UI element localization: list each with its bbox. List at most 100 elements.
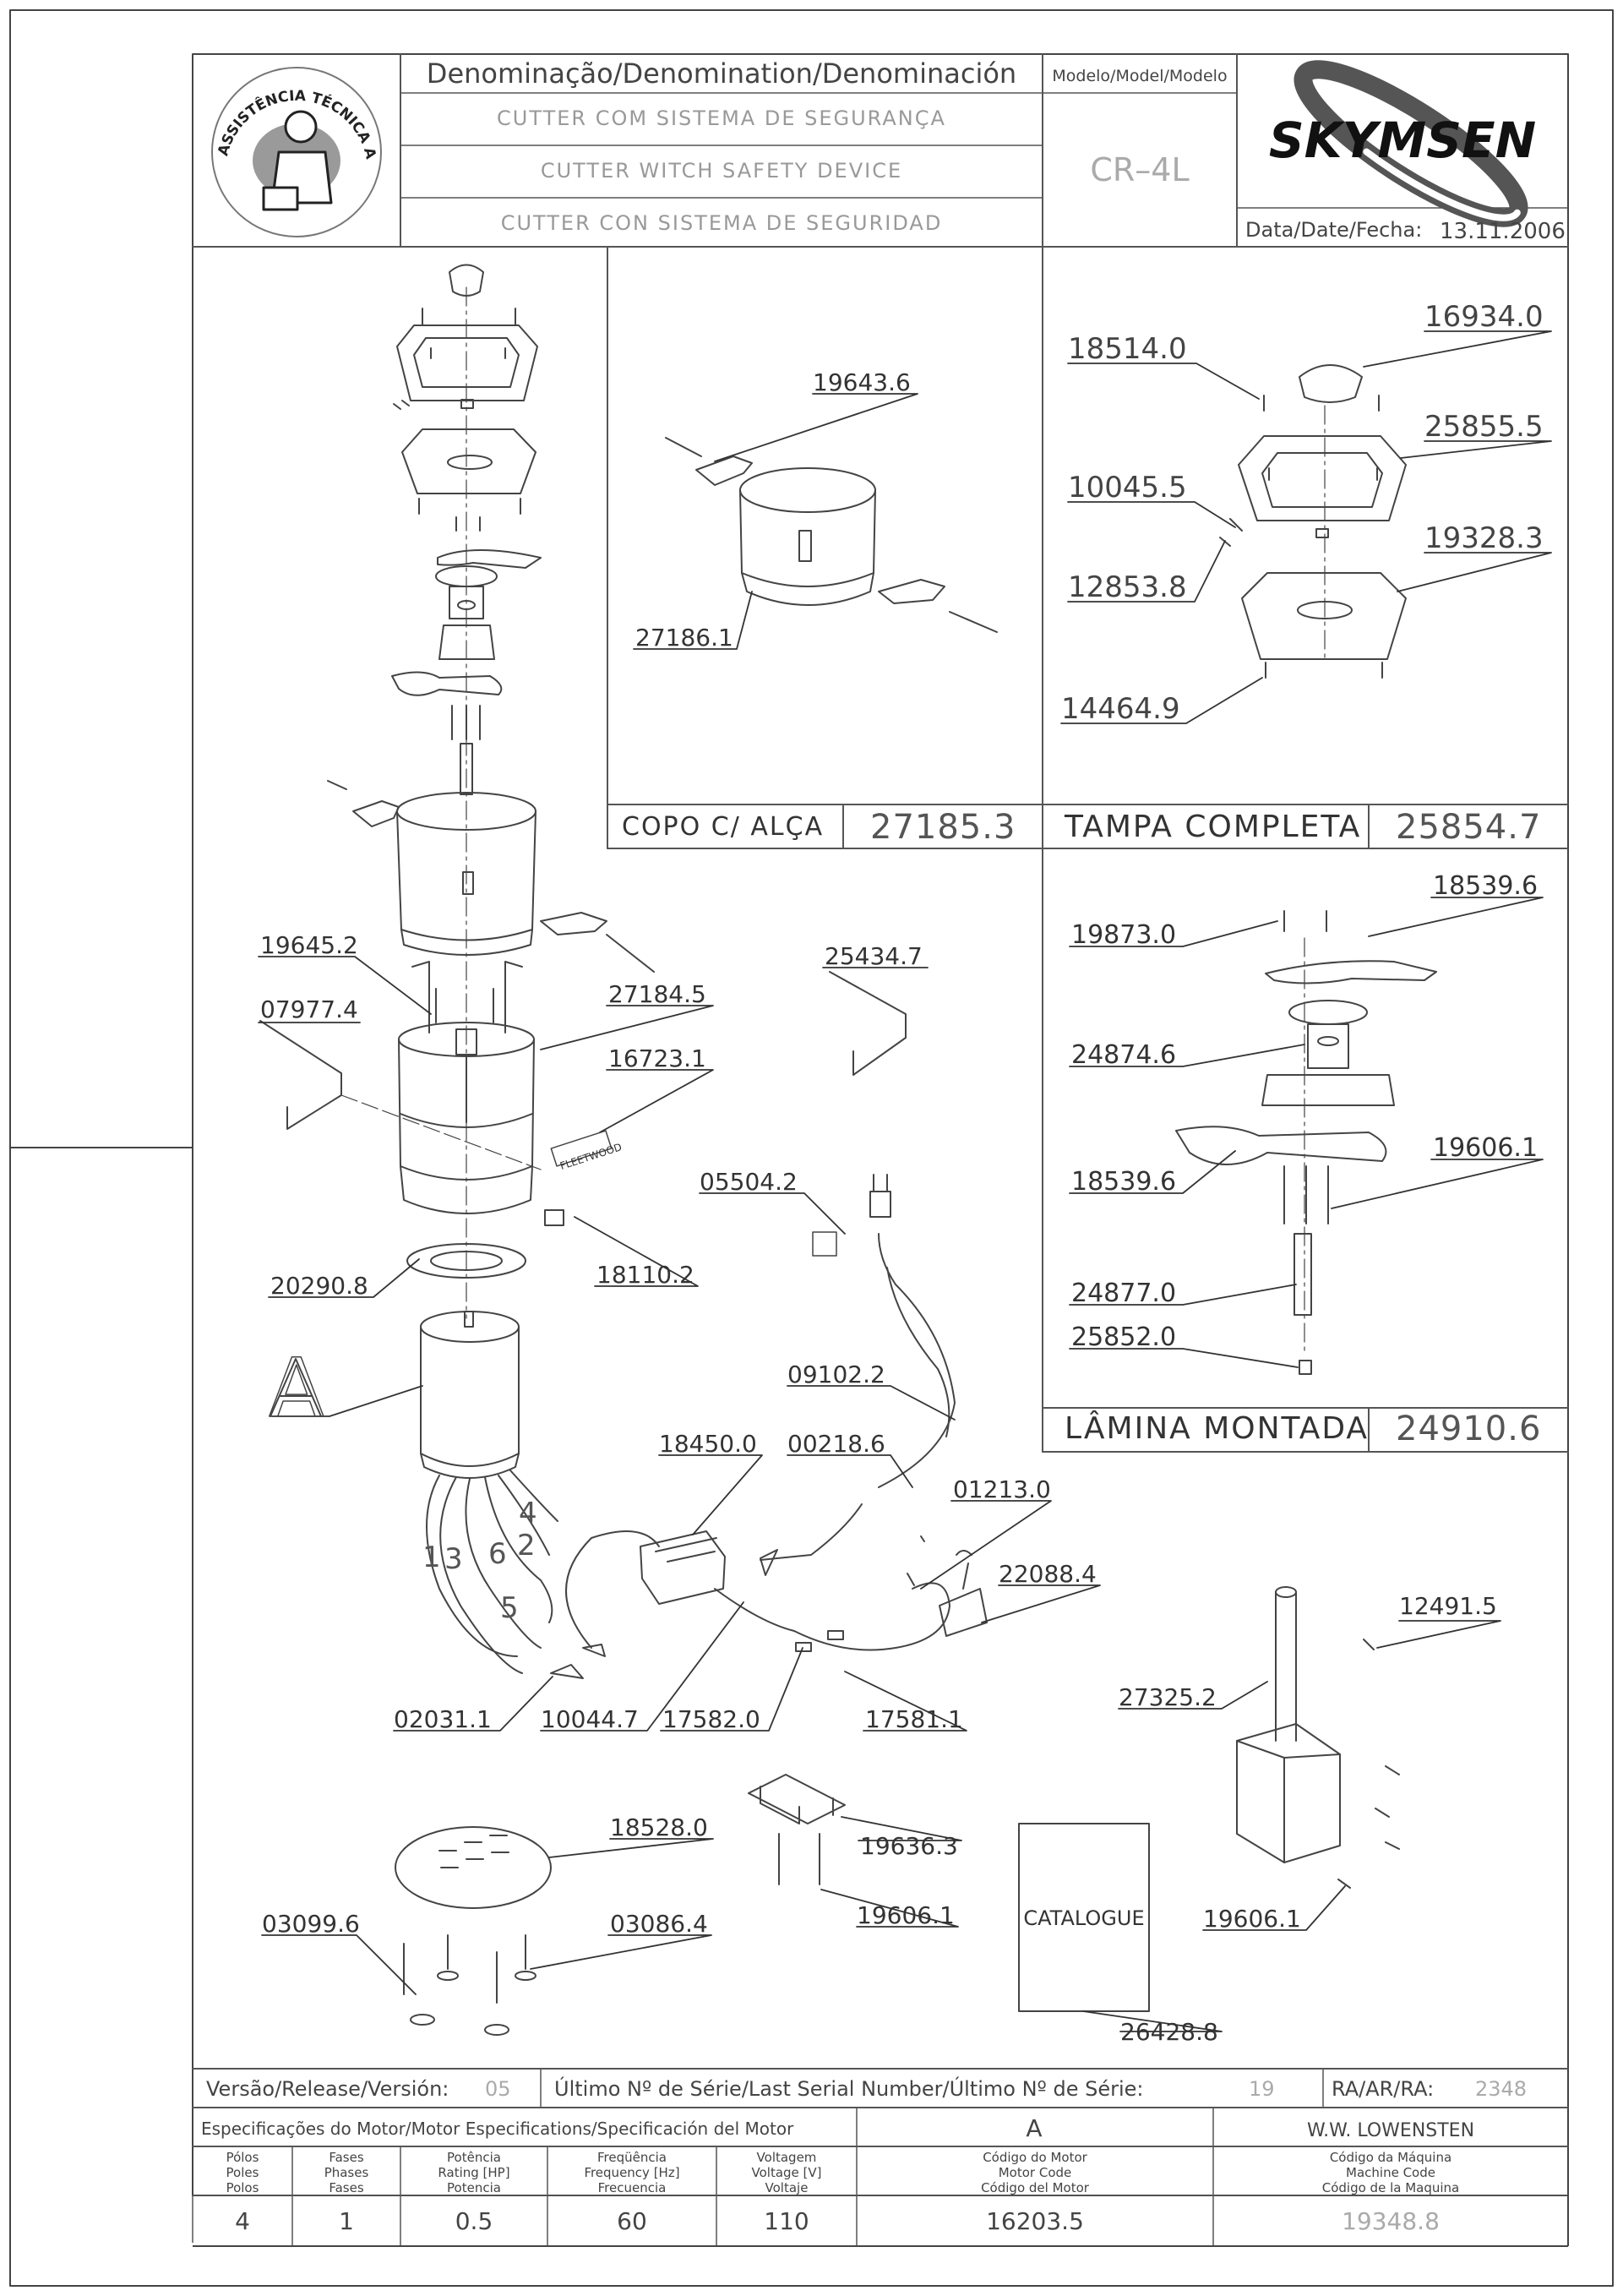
part-label: 18450.0 — [659, 1430, 757, 1458]
part-label: 03099.6 — [262, 1910, 360, 1938]
motor-spec-value: 110 — [764, 2207, 809, 2235]
part-label: 18539.6 — [1071, 1167, 1176, 1197]
part-label: 19645.2 — [260, 931, 358, 959]
footer-grid — [192, 2068, 1569, 2196]
copo-part-labels: 19643.6 27186.1 — [635, 368, 911, 652]
tampa-drawing — [1219, 364, 1407, 679]
brand-name: SKYMSEN — [1269, 112, 1536, 169]
part-label: 26428.8 — [1120, 2018, 1218, 2046]
version-label: Versão/Release/Versión: — [206, 2077, 449, 2101]
part-label: 16934.0 — [1424, 300, 1544, 334]
part-label: 27184.5 — [608, 980, 706, 1008]
part-label: 00218.6 — [787, 1430, 885, 1458]
col-header: Voltaje — [765, 2180, 809, 2195]
part-label: 25855.5 — [1424, 410, 1544, 444]
motor-letter-label: A — [269, 1341, 324, 1436]
part-label: 17581.1 — [865, 1705, 963, 1733]
serial-label: Último Nº de Série/Last Serial Number/Úl… — [554, 2075, 1143, 2101]
motor-spec-value: 1 — [339, 2207, 354, 2235]
lamina-part-labels: 18539.6 19873.0 24874.6 18539.6 19606.1 … — [1071, 871, 1538, 1352]
motor-spec-headers: Pólos Poles Polos Fases Phases Fases Pot… — [226, 2150, 1460, 2195]
denomination-pt: CUTTER COM SISTEMA DE SEGURANÇA — [497, 106, 946, 130]
lamina-title: LÂMINA MONTADA — [1065, 1410, 1369, 1446]
part-label: 19606.1 — [857, 1901, 955, 1929]
wire-numbers: 1 3 6 2 4 5 — [422, 1497, 537, 1625]
model-value: CR–4L — [1090, 151, 1189, 188]
motor-spec-value: 0.5 — [455, 2207, 493, 2235]
lamina-code: 24910.6 — [1396, 1410, 1541, 1448]
wire-number: 3 — [444, 1542, 463, 1576]
part-label: 19606.1 — [1433, 1133, 1538, 1163]
part-label: 27186.1 — [635, 624, 733, 652]
copo-title: COPO C/ ALÇA — [622, 812, 824, 842]
date-value: 13.11.2006 — [1440, 219, 1566, 244]
part-label: 18514.0 — [1068, 332, 1187, 366]
wire-number: 1 — [422, 1541, 441, 1574]
main-part-labels: 19645.2 07977.4 27184.5 16723.1 18110.2 … — [260, 931, 1497, 2046]
part-label: 18539.6 — [1433, 871, 1538, 901]
part-label: 25852.0 — [1071, 1323, 1176, 1352]
part-label: 18110.2 — [596, 1261, 694, 1289]
motor-spec-value: 16203.5 — [986, 2207, 1084, 2235]
col-header: Voltage [V] — [752, 2165, 822, 2180]
col-header: Rating [HP] — [438, 2165, 509, 2180]
part-label: 05504.2 — [700, 1168, 798, 1196]
wire-number: 2 — [517, 1529, 536, 1562]
col-header: Polos — [226, 2180, 259, 2195]
col-header: Machine Code — [1346, 2165, 1435, 2180]
copo-code: 27185.3 — [870, 808, 1016, 847]
serial-value: 19 — [1249, 2077, 1275, 2101]
wire-number: 4 — [519, 1497, 537, 1530]
model-title: Modelo/Model/Modelo — [1052, 67, 1227, 85]
ra-value: 2348 — [1475, 2077, 1527, 2101]
denomination-title: Denominação/Denomination/Denominación — [427, 57, 1016, 90]
motor-spec-value: 60 — [617, 2207, 647, 2235]
part-label: 20290.8 — [270, 1272, 368, 1300]
part-label: 19606.1 — [1203, 1905, 1301, 1933]
part-label: 24874.6 — [1071, 1040, 1176, 1070]
part-label: 12853.8 — [1068, 570, 1187, 604]
part-label: 19643.6 — [813, 368, 911, 396]
lamina-drawing — [1175, 910, 1437, 1375]
motor-spec-value: 19348.8 — [1342, 2207, 1440, 2235]
col-header: Código da Máquina — [1330, 2150, 1451, 2165]
subassembly-frames — [607, 246, 1569, 1453]
col-header: Código del Motor — [981, 2180, 1090, 2195]
wire-number: 5 — [500, 1591, 519, 1625]
tampa-title: TAMPA COMPLETA — [1064, 810, 1361, 844]
author: W.W. LOWENSTEN — [1307, 2120, 1474, 2141]
part-label: 19636.3 — [860, 1832, 958, 1860]
part-label: 03086.4 — [610, 1910, 708, 1938]
version-value: 05 — [485, 2077, 511, 2101]
col-header: Código do Motor — [983, 2150, 1087, 2165]
tampa-part-labels: 18514.0 16934.0 25855.5 10045.5 12853.8 … — [1061, 300, 1544, 726]
part-label: 19873.0 — [1071, 920, 1176, 950]
col-header: Potencia — [447, 2180, 501, 2195]
col-header: Poles — [226, 2165, 259, 2180]
part-label: 27325.2 — [1119, 1683, 1217, 1711]
part-label: 09102.2 — [787, 1361, 885, 1388]
ra-label: RA/AR/RA: — [1332, 2077, 1434, 2101]
col-header: Fases — [329, 2150, 363, 2165]
col-header: Frecuencia — [598, 2180, 667, 2195]
part-label: 25434.7 — [825, 942, 923, 970]
part-label: 19328.3 — [1424, 521, 1544, 555]
wire-number: 6 — [488, 1537, 507, 1571]
catalogue-label: CATALOGUE — [1023, 1906, 1144, 1930]
date-label: Data/Date/Fecha: — [1245, 218, 1422, 242]
denomination-es: CUTTER CON SISTEMA DE SEGURIDAD — [501, 211, 943, 235]
part-label: 18528.0 — [610, 1813, 708, 1841]
col-header: Pólos — [226, 2150, 259, 2165]
col-header: Voltagem — [757, 2150, 817, 2165]
col-header: Phases — [324, 2165, 369, 2180]
col-header: Motor Code — [999, 2165, 1072, 2180]
part-label: 24877.0 — [1071, 1279, 1176, 1308]
part-label: 17582.0 — [662, 1705, 760, 1733]
part-label: 07977.4 — [260, 995, 358, 1023]
denomination-en: CUTTER WITCH SAFETY DEVICE — [541, 159, 902, 183]
col-header: Código de la Maquina — [1322, 2180, 1459, 2195]
leader-lines — [258, 330, 1552, 2032]
skymsen-logo — [1293, 60, 1528, 227]
